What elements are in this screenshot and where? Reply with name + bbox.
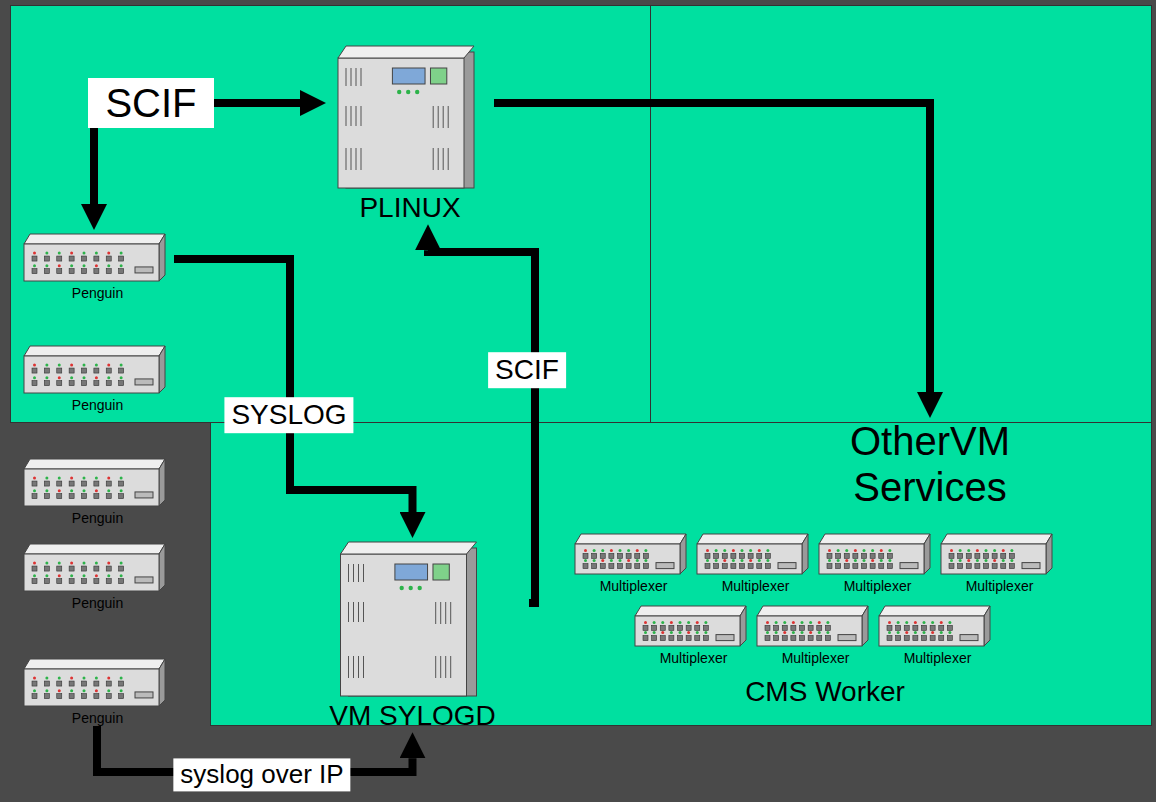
switch-node: Penguin bbox=[21, 455, 174, 526]
connector-arrow bbox=[214, 99, 300, 107]
switch-node: Multiplexer bbox=[694, 530, 817, 594]
server-node: VM SYLOGD bbox=[296, 538, 529, 732]
worker-group: CMS WorkerMultiplexerMultiplexerMultiple… bbox=[576, 530, 1074, 715]
server-graphic bbox=[326, 42, 486, 192]
switch-icon bbox=[24, 459, 165, 506]
switch-graphic bbox=[21, 455, 166, 510]
node-label: Multiplexer bbox=[694, 578, 817, 594]
switch-icon bbox=[697, 534, 808, 574]
switch-node: Multiplexer bbox=[816, 530, 939, 594]
switch-icon bbox=[24, 234, 165, 281]
switch-icon bbox=[635, 606, 746, 646]
switch-graphic bbox=[876, 602, 991, 650]
connector-arrow bbox=[494, 103, 930, 392]
switch-icon bbox=[879, 606, 990, 646]
switch-node: Penguin bbox=[21, 230, 174, 301]
switch-graphic bbox=[694, 530, 809, 578]
switch-icon bbox=[24, 659, 165, 706]
node-label: PLINUX bbox=[326, 192, 494, 224]
switch-icon bbox=[24, 544, 165, 591]
green-panel bbox=[211, 423, 1152, 726]
switch-node: Penguin bbox=[21, 342, 174, 413]
edge-label: syslog over IP bbox=[173, 758, 350, 791]
node-label: Penguin bbox=[21, 510, 174, 526]
node-label: Multiplexer bbox=[632, 650, 755, 666]
switch-graphic bbox=[21, 655, 166, 710]
green-panel bbox=[11, 6, 651, 423]
switch-node: Multiplexer bbox=[938, 530, 1061, 594]
signal-name: SCIF bbox=[88, 78, 214, 128]
switch-node: Multiplexer bbox=[632, 602, 755, 666]
switch-graphic bbox=[754, 602, 869, 650]
node-label: CMS Worker bbox=[576, 676, 1074, 708]
server-node: PLINUX bbox=[326, 42, 494, 224]
switch-node: Multiplexer bbox=[876, 602, 999, 666]
switch-icon bbox=[24, 346, 165, 393]
switch-icon bbox=[819, 534, 930, 574]
green-panel bbox=[651, 6, 1152, 423]
server-icon bbox=[341, 542, 477, 696]
node-label: Multiplexer bbox=[876, 650, 999, 666]
switch-graphic bbox=[21, 230, 166, 285]
node-label: Multiplexer bbox=[754, 650, 877, 666]
switch-icon bbox=[575, 534, 686, 574]
switch-icon bbox=[757, 606, 868, 646]
node-label: VM SYLOGD bbox=[296, 700, 529, 732]
service-area: OtherVM Services bbox=[806, 418, 1054, 510]
node-label: OtherVM Services bbox=[806, 418, 1054, 510]
node-label: Multiplexer bbox=[572, 578, 695, 594]
edge-label: SCIF bbox=[488, 352, 566, 388]
node-label: Penguin bbox=[21, 397, 174, 413]
switch-node: Multiplexer bbox=[572, 530, 695, 594]
switch-icon bbox=[941, 534, 1052, 574]
edge-label: SYSLOG bbox=[224, 397, 353, 433]
node-label: Penguin bbox=[21, 285, 174, 301]
switch-graphic bbox=[632, 602, 747, 650]
switch-graphic bbox=[21, 540, 166, 595]
switch-graphic bbox=[572, 530, 687, 578]
switch-graphic bbox=[938, 530, 1053, 578]
switch-node: Penguin bbox=[21, 540, 174, 611]
node-label: Penguin bbox=[21, 710, 174, 726]
connector-arrow bbox=[90, 128, 98, 204]
server-graphic bbox=[296, 538, 521, 700]
connector-arrow bbox=[174, 259, 413, 512]
node-label: Penguin bbox=[21, 595, 174, 611]
server-icon bbox=[338, 46, 474, 188]
node-label: Multiplexer bbox=[938, 578, 1061, 594]
signal-tag: SCIF bbox=[88, 78, 214, 128]
switch-node: Penguin bbox=[21, 655, 174, 726]
switch-graphic bbox=[816, 530, 931, 578]
switch-node: Multiplexer bbox=[754, 602, 877, 666]
node-label: Multiplexer bbox=[816, 578, 939, 594]
switch-graphic bbox=[21, 342, 166, 397]
